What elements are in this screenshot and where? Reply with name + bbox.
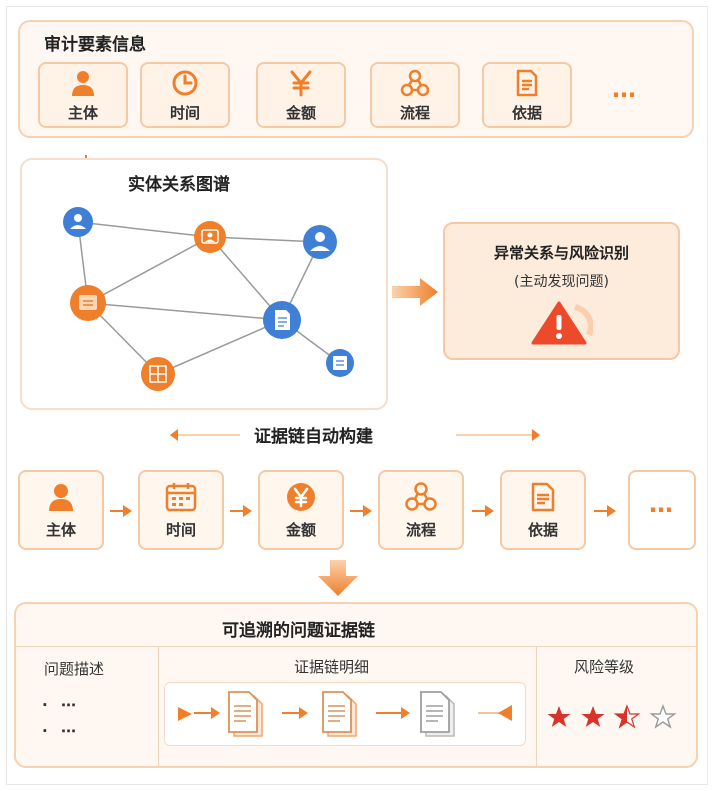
- risk-rating: [546, 704, 686, 730]
- document-icon: [527, 481, 559, 513]
- process-icon: [405, 481, 437, 513]
- description-row: · ⋯: [42, 696, 80, 714]
- node-person-orange: [194, 221, 226, 253]
- clock-icon: [170, 68, 200, 98]
- process-icon: [400, 68, 430, 98]
- risk-subtitle: (主动发现问题): [514, 274, 609, 290]
- detail-arrow: [194, 707, 220, 719]
- yen-icon: [286, 68, 316, 98]
- node-company-orange: [70, 285, 106, 321]
- node-building-orange: [141, 357, 175, 391]
- element-label: 主体: [67, 103, 98, 122]
- chain-step-label: 时间: [165, 520, 196, 539]
- audit-elements-title: 审计要素信息: [44, 35, 146, 55]
- col-header-detail: 证据链明细: [294, 658, 370, 676]
- chain-step-process[interactable]: 流程: [378, 470, 464, 550]
- node-person-blue-1: [63, 207, 93, 237]
- star-icon-empty: [649, 704, 677, 729]
- risk-title: 异常关系与风险识别: [493, 244, 629, 262]
- description-row: · ⋯: [42, 722, 80, 740]
- node-file-blue: [326, 349, 354, 377]
- chain-arrow: [594, 505, 616, 517]
- evidence-build-title: 证据链自动构建: [254, 427, 373, 447]
- warning-icon: [531, 301, 594, 345]
- column-divider: [536, 646, 537, 766]
- person-icon: [45, 481, 77, 513]
- entity-graph-title: 实体关系图谱: [128, 175, 230, 195]
- chain-step-more: ⋯: [628, 470, 696, 550]
- traceable-chain-title: 可追溯的问题证据链: [222, 621, 375, 641]
- col-header-description: 问题描述: [44, 660, 105, 678]
- calendar-icon: [165, 481, 197, 513]
- build-to-chain-arrow: [318, 560, 358, 596]
- chain-step-amount[interactable]: 金额: [258, 470, 344, 550]
- evidence-document-icon: [226, 690, 268, 738]
- element-card-subject[interactable]: 主体: [38, 62, 128, 128]
- detail-arrow: [376, 707, 410, 719]
- element-card-basis[interactable]: 依据: [482, 62, 572, 128]
- chain-step-label: 依据: [527, 520, 558, 539]
- chain-arrow: [110, 505, 132, 517]
- chain-step-time[interactable]: 时间: [138, 470, 224, 550]
- more-ellipsis: ⋯: [649, 496, 675, 524]
- audit-elements-panel: [18, 20, 694, 138]
- person-icon: [68, 68, 98, 98]
- chain-arrow: [472, 505, 494, 517]
- star-icon-half: [613, 704, 641, 729]
- graph-edge: [77, 221, 211, 238]
- outer-frame: [6, 6, 708, 785]
- graph-edge: [157, 319, 283, 375]
- chain-arrow: [350, 505, 372, 517]
- chain-step-label: 金额: [285, 520, 316, 539]
- build-left-line: [170, 426, 240, 441]
- risk-detection-box: 异常关系与风险识别 (主动发现问题): [443, 222, 680, 360]
- col-header-risk: 风险等级: [574, 658, 635, 676]
- element-more: ⋯: [580, 62, 670, 128]
- star-icon-filled: [581, 706, 605, 727]
- node-person-blue-2: [303, 225, 337, 259]
- chain-end-marker: [478, 704, 516, 722]
- chain-step-subject[interactable]: 主体: [18, 470, 104, 550]
- element-label: 金额: [285, 103, 316, 122]
- chain-step-label: 流程: [405, 520, 436, 539]
- element-card-process[interactable]: 流程: [370, 62, 460, 128]
- column-divider: [158, 646, 159, 766]
- evidence-document-icon-gray: [418, 690, 460, 738]
- entity-graph: [63, 207, 354, 391]
- more-ellipsis: ⋯: [612, 81, 638, 109]
- graph-edge: [87, 236, 211, 304]
- element-label: 时间: [169, 103, 200, 122]
- chain-start-marker: [178, 706, 192, 721]
- evidence-document-icon: [320, 690, 362, 738]
- chain-step-label: 主体: [45, 520, 76, 539]
- element-card-amount[interactable]: 金额: [256, 62, 346, 128]
- graph-to-risk-arrow: [392, 278, 438, 306]
- element-label: 流程: [399, 103, 430, 122]
- node-document-blue: [263, 301, 301, 339]
- chain-step-basis[interactable]: 依据: [500, 470, 586, 550]
- table-divider: [16, 646, 696, 647]
- build-right-line: [456, 426, 540, 441]
- yen-coin-icon: [285, 481, 317, 513]
- document-icon: [512, 68, 542, 98]
- entity-graph-panel: [20, 158, 388, 410]
- chain-arrow: [230, 505, 252, 517]
- element-card-time[interactable]: 时间: [140, 62, 230, 128]
- element-label: 依据: [511, 103, 542, 122]
- star-icon-filled: [547, 706, 571, 727]
- detail-arrow: [282, 707, 308, 719]
- graph-edge: [87, 302, 283, 321]
- graph-edge: [209, 236, 321, 243]
